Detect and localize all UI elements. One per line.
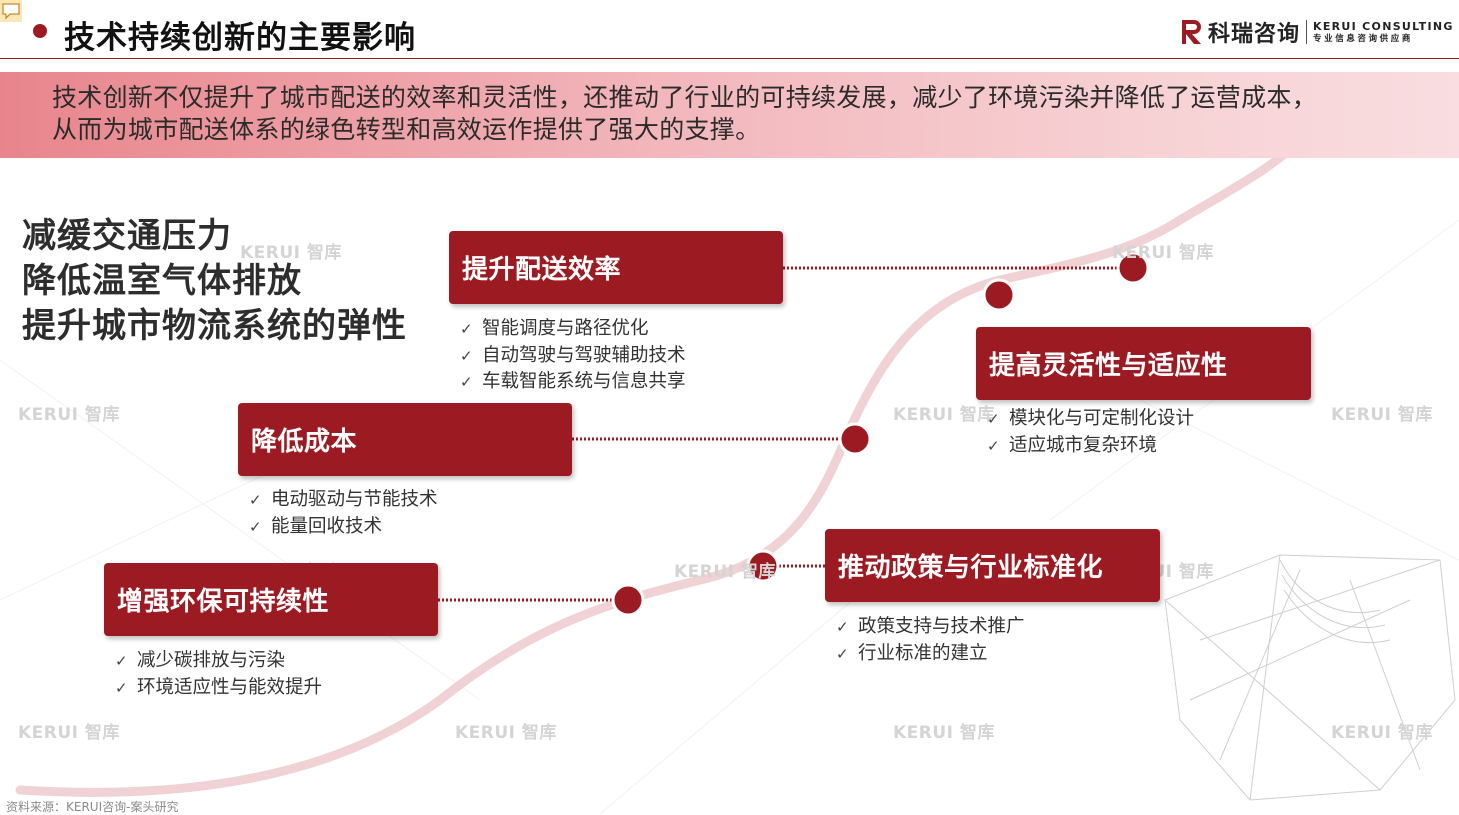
check-icon: ✓ — [836, 618, 849, 636]
list-item: ✓ 行业标准的建立 — [836, 641, 1025, 668]
watermark: KERUI 智库 — [18, 723, 120, 743]
comment-icon[interactable] — [0, 0, 22, 22]
headline-1: 减缓交通压力 — [22, 216, 232, 256]
logo-name-en: KERUI CONSULTING — [1313, 19, 1454, 33]
headline-2: 降低温室气体排放 — [22, 261, 302, 301]
watermark: KERUI 智库 — [1112, 243, 1214, 263]
watermark: KERUI 智库 — [240, 243, 342, 263]
impact-list-efficiency: ✓ 智能调度与路径优化 ✓ 自动驾驶与驾驶辅助技术 ✓ 车载智能系统与信息共享 — [460, 316, 686, 396]
impact-card-policy: 推动政策与行业标准化 — [825, 529, 1160, 602]
check-icon: ✓ — [115, 678, 128, 697]
summary-line-2: 从而为城市配送体系的绿色转型和高效运作提供了强大的支撑。 — [52, 115, 761, 144]
watermark: KERUI 智库 — [18, 405, 120, 425]
watermark: KERUI 智库 — [455, 723, 557, 743]
check-icon: ✓ — [836, 644, 849, 663]
impact-list-cost: ✓ 电动驱动与节能技术 ✓ 能量回收技术 — [249, 487, 438, 540]
list-item: ✓ 自动驾驶与驾驶辅助技术 — [460, 343, 686, 370]
check-icon: ✓ — [987, 436, 1000, 455]
impact-card-flexibility: 提高灵活性与适应性 — [976, 327, 1311, 400]
impact-card-sustainability: 增强环保可持续性 — [104, 563, 438, 636]
logo-tagline: 专业信息咨询供应商 — [1313, 33, 1413, 44]
wireframe-decoration — [1164, 554, 1456, 801]
header-divider — [0, 58, 1459, 59]
list-item-label: 智能调度与路径优化 — [482, 318, 649, 339]
source-note: 资料来源：KERUI咨询-案头研究 — [6, 800, 179, 814]
list-item: ✓ 减少碳排放与污染 — [115, 648, 322, 675]
timeline-dots — [611, 251, 1150, 617]
list-item-label: 自动驾驶与驾驶辅助技术 — [482, 344, 686, 366]
impact-list-sustainability: ✓ 减少碳排放与污染 ✓ 环境适应性与能效提升 — [115, 648, 322, 701]
impact-list-policy: ✓ 政策支持与技术推广 ✓ 行业标准的建立 — [836, 614, 1025, 667]
watermark: KERUI 智库 — [1331, 723, 1433, 743]
logo-name-cn: 科瑞咨询 — [1208, 22, 1301, 47]
page-title: 技术持续创新的主要影响 — [64, 20, 416, 56]
check-icon: ✓ — [249, 517, 262, 536]
watermark: KERUI 智库 — [893, 723, 995, 743]
impact-list-flexibility: ✓ 模块化与可定制化设计 ✓ 适应城市复杂环境 — [987, 406, 1194, 459]
summary-line-1: 技术创新不仅提升了城市配送的效率和灵活性，还推动了行业的可持续发展，减少了环境污… — [52, 83, 1318, 112]
logo-divider — [1306, 20, 1308, 44]
headline-3: 提升城市物流系统的弹性 — [22, 306, 407, 346]
watermark: KERUI 智库 — [674, 562, 776, 582]
growth-curve — [15, 135, 1305, 797]
list-item-label: 政策支持与技术推广 — [858, 616, 1025, 637]
check-icon: ✓ — [115, 652, 128, 670]
impact-card-cost: 降低成本 — [238, 403, 572, 476]
impact-card-efficiency: 提升配送效率 — [449, 231, 783, 304]
check-icon: ✓ — [460, 346, 473, 365]
connectors — [438, 266, 1133, 602]
logo-r-icon — [1182, 20, 1201, 44]
company-logo: 科瑞咨询 KERUI CONSULTING 专业信息咨询供应商 — [1180, 16, 1454, 48]
list-item: ✓ 环境适应性与能效提升 — [115, 675, 322, 702]
list-item-label: 行业标准的建立 — [858, 642, 988, 664]
check-icon: ✓ — [460, 373, 473, 391]
watermark: KERUI 智库 — [893, 405, 995, 425]
check-icon: ✓ — [987, 410, 1000, 428]
watermark: KERUI 智库 — [1331, 405, 1433, 425]
list-item: ✓ 车载智能系统与信息共享 — [460, 369, 686, 396]
list-item: ✓ 模块化与可定制化设计 — [987, 406, 1194, 433]
list-item-label: 能量回收技术 — [271, 515, 383, 537]
check-icon: ✓ — [460, 320, 473, 338]
logo-text-en: KERUI CONSULTING 专业信息咨询供应商 — [1313, 21, 1454, 44]
list-item: ✓ 电动驱动与节能技术 — [249, 487, 438, 514]
list-item-label: 车载智能系统与信息共享 — [482, 371, 686, 392]
list-item-label: 电动驱动与节能技术 — [271, 489, 438, 510]
summary-banner — [0, 72, 1459, 158]
list-item: ✓ 适应城市复杂环境 — [987, 433, 1194, 460]
list-item: ✓ 政策支持与技术推广 — [836, 614, 1025, 641]
list-item-label: 适应城市复杂环境 — [1009, 434, 1158, 456]
list-item: ✓ 智能调度与路径优化 — [460, 316, 686, 343]
check-icon: ✓ — [249, 491, 262, 509]
title-bullet — [33, 24, 47, 38]
summary-text: 技术创新不仅提升了城市配送的效率和灵活性，还推动了行业的可持续发展，减少了环境污… — [52, 82, 1447, 146]
list-item-label: 减少碳排放与污染 — [137, 650, 286, 671]
list-item: ✓ 能量回收技术 — [249, 514, 438, 541]
list-item-label: 环境适应性与能效提升 — [137, 676, 323, 698]
list-item-label: 模块化与可定制化设计 — [1009, 408, 1195, 429]
